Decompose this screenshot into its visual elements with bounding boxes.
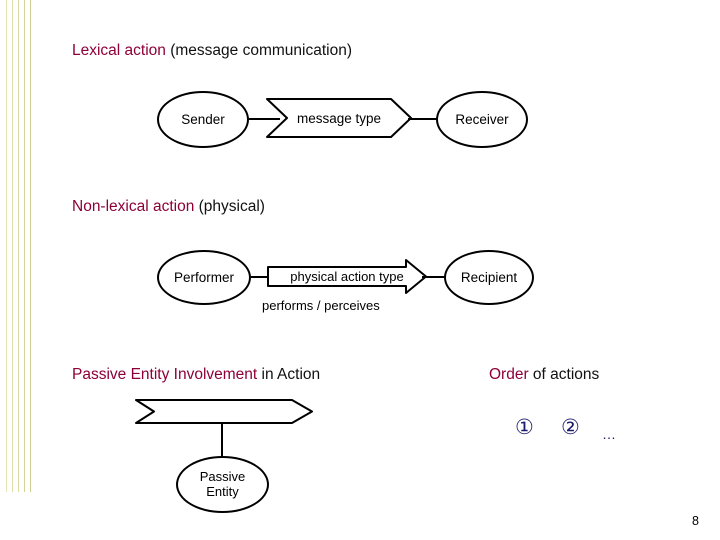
shape-message-type-chevron: message type: [265, 97, 413, 139]
heading-order-highlight: Order: [489, 366, 529, 383]
node-receiver: Receiver: [436, 91, 528, 148]
connector-message-to-receiver: [408, 118, 437, 120]
heading-passive-entity-involvement: Passive Entity Involvement in Action: [72, 366, 320, 384]
connector-performer-to-action: [251, 276, 273, 278]
order-ellipsis: …: [602, 426, 616, 442]
node-sender-label: Sender: [181, 111, 225, 127]
node-sender: Sender: [157, 91, 249, 148]
rule-line-1: [6, 0, 7, 492]
page-number: 8: [692, 514, 699, 528]
decorative-left-rules: [0, 0, 34, 492]
shape-physical-action-type-arrow: physical action type: [266, 258, 428, 295]
node-performer-label: Performer: [173, 269, 234, 285]
heading-lexical-action: Lexical action (message communication): [72, 42, 352, 60]
heading-passive-rest: in Action: [257, 366, 321, 383]
node-performer: Performer: [157, 250, 251, 305]
connector-arrow-to-passive-entity: [221, 424, 223, 457]
heading-non-lexical-highlight: Non-lexical action: [72, 198, 195, 215]
node-passive-entity-line1: Passive: [199, 468, 246, 484]
node-passive-entity-line2: Entity: [206, 483, 239, 499]
rule-line-3: [18, 0, 19, 492]
heading-lexical-highlight: Lexical action: [72, 42, 166, 59]
node-passive-entity-label: Passive Entity: [199, 468, 246, 499]
heading-non-lexical-rest: (physical): [194, 198, 265, 215]
rule-line-2: [12, 0, 13, 492]
order-marker-one: ①: [515, 416, 534, 439]
heading-order-rest: of actions: [528, 366, 600, 383]
heading-lexical-rest: (message communication): [165, 42, 352, 59]
node-passive-entity: Passive Entity: [176, 456, 269, 513]
node-recipient: Recipient: [444, 250, 534, 305]
caption-performs-perceives: performs / perceives: [262, 298, 380, 313]
heading-non-lexical-action: Non-lexical action (physical): [72, 198, 265, 216]
shape-passive-action-arrow: [134, 398, 314, 425]
node-recipient-label: Recipient: [460, 269, 518, 285]
connector-action-to-recipient: [422, 276, 445, 278]
heading-order-of-actions: Order of actions: [489, 366, 599, 384]
connector-sender-to-message: [249, 118, 280, 120]
heading-passive-highlight: Passive Entity Involvement: [72, 366, 258, 383]
rule-line-4: [24, 0, 25, 492]
order-marker-two: ②: [561, 416, 580, 439]
rule-line-5: [30, 0, 31, 492]
node-receiver-label: Receiver: [455, 111, 509, 127]
